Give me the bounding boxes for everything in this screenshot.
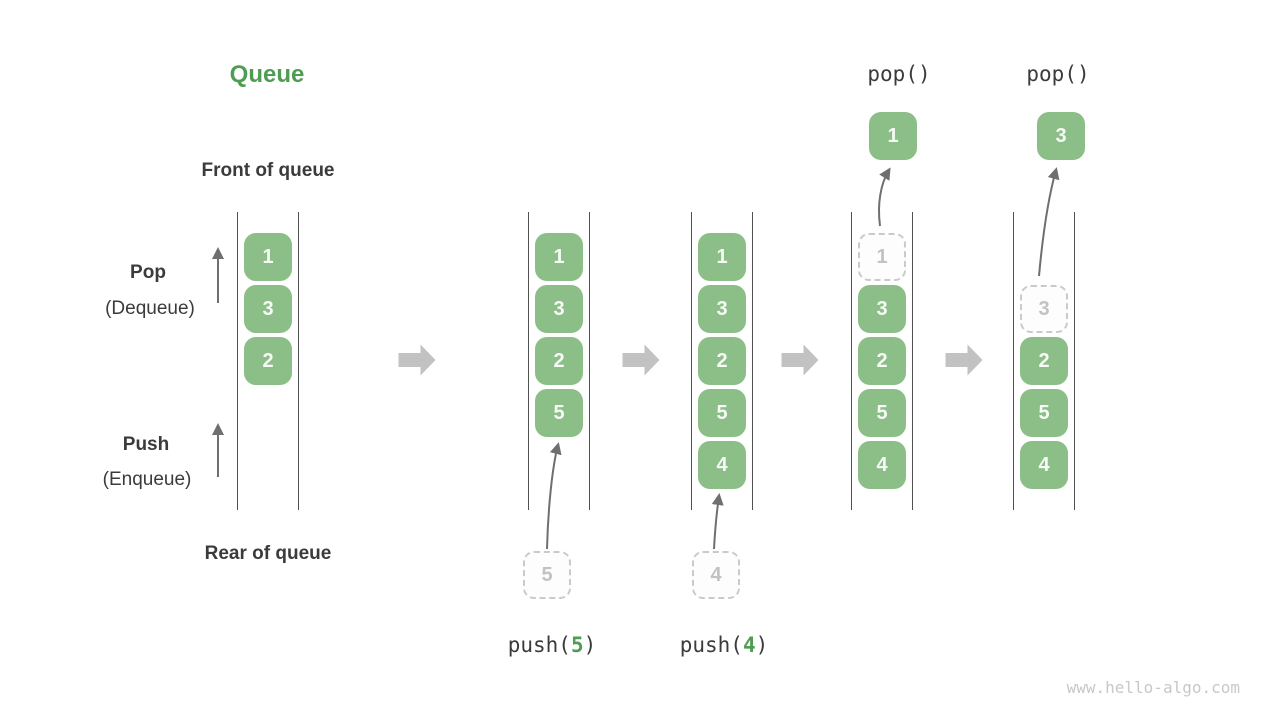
- enqueue-label: (Enqueue): [102, 469, 192, 490]
- dequeue-label: (Dequeue): [105, 298, 195, 319]
- queue-item: 1: [698, 233, 746, 281]
- popped-item: 1: [869, 112, 917, 160]
- queue-channel: [851, 212, 913, 510]
- watermark: www.hello-algo.com: [1066, 678, 1240, 697]
- queue-item: 4: [1020, 441, 1068, 489]
- queue-item-removed: 1: [858, 233, 906, 281]
- push-arg-value: 4: [742, 633, 756, 657]
- push-operation-label: push(4): [679, 633, 769, 657]
- staged-push-item: 4: [692, 551, 740, 599]
- queue-channel: [528, 212, 590, 510]
- push-operation-label: push(5): [507, 633, 597, 657]
- queue-item: 5: [698, 389, 746, 437]
- queue-item: 2: [1020, 337, 1068, 385]
- queue-item: 4: [858, 441, 906, 489]
- pop-operation-label: pop(): [867, 62, 931, 86]
- pop-label: Pop: [130, 262, 166, 283]
- queue-item: 5: [1020, 389, 1068, 437]
- queue-item: 3: [858, 285, 906, 333]
- queue-item: 3: [698, 285, 746, 333]
- next-state-arrow-icon: [398, 344, 436, 376]
- queue-item: 1: [535, 233, 583, 281]
- push-arg-value: 5: [570, 633, 584, 657]
- queue-item: 2: [698, 337, 746, 385]
- queue-item: 1: [244, 233, 292, 281]
- queue-item: 2: [858, 337, 906, 385]
- next-state-arrow-icon: [781, 344, 819, 376]
- queue-item: 2: [244, 337, 292, 385]
- rear-of-queue-label: Rear of queue: [204, 543, 332, 564]
- queue-item: 3: [244, 285, 292, 333]
- queue-item: 3: [535, 285, 583, 333]
- front-of-queue-label: Front of queue: [201, 160, 335, 181]
- queue-channel: [691, 212, 753, 510]
- queue-item: 2: [535, 337, 583, 385]
- diagram-title: Queue: [229, 61, 305, 88]
- queue-item: 5: [535, 389, 583, 437]
- push-label: Push: [122, 434, 170, 455]
- queue-item: 4: [698, 441, 746, 489]
- popped-item: 3: [1037, 112, 1085, 160]
- queue-item-removed: 3: [1020, 285, 1068, 333]
- next-state-arrow-icon: [622, 344, 660, 376]
- queue-channel: [1013, 212, 1075, 510]
- pop-operation-label: pop(): [1026, 62, 1090, 86]
- queue-item: 5: [858, 389, 906, 437]
- queue-channel: [237, 212, 299, 510]
- staged-push-item: 5: [523, 551, 571, 599]
- next-state-arrow-icon: [945, 344, 983, 376]
